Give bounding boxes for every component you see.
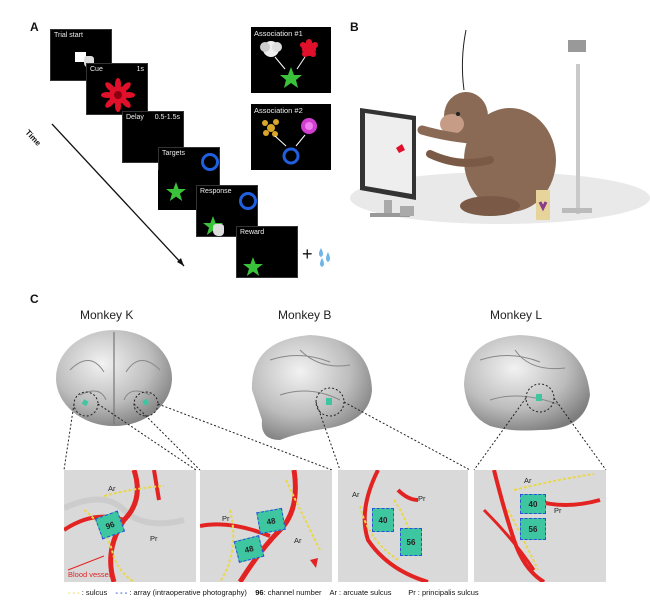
screen-label: Cue [90,66,103,73]
arcuate-label: Ar [294,536,302,545]
zoom-monkey-b: Ar Pr 40 56 [338,470,468,582]
association-2-diagram [262,118,317,165]
association-label: Association #1 [254,29,303,38]
panel-c-letter: C [30,292,39,306]
plus-sign: + [302,244,313,264]
yellow-flower-icon [262,119,279,137]
panel-a-letter: A [30,20,39,34]
sulcus-legend-label: : sulcus [81,588,108,597]
association-label: Association #2 [254,106,303,115]
hand-icon [213,224,224,236]
monkey-setup-illustration [350,29,650,224]
green-star-icon [243,257,263,276]
channel-array: 48 [256,507,286,535]
trial-start-screen: Trial start [50,29,112,81]
screen-label: Reward [240,229,265,236]
zoom-monkey-l: Ar Pr 40 56 [474,470,606,582]
green-star-icon [166,182,186,201]
screen-duration: 0.5-1.5s [154,114,180,121]
sulcus-legend-swatch: - - - [68,588,80,597]
zoom-monkey-k-left: Ar Pr 96 Blood vessels [64,470,196,582]
arcuate-label: Ar [108,484,116,493]
monkey-b-title: Monkey B [278,308,332,322]
delay-screen: Delay 0.5-1.5s [122,111,184,163]
brain-monkey-b [251,335,372,440]
blood-vessels-label: Blood vessels [68,570,115,579]
principalis-label: Pr [150,534,158,543]
white-flower-icon [260,41,282,57]
screen-label: Response [200,188,232,195]
principalis-legend-label: Pr : principalis sulcus [408,588,479,597]
hand-icon [84,56,94,68]
screen-label: Targets [162,150,185,157]
red-flower-icon [101,78,135,112]
cue-screen: Cue 1s [86,63,148,115]
association-1-box: Association #1 [251,27,331,93]
vessel-overlay [64,470,185,582]
blue-ring-icon [239,192,257,210]
principalis-label: Pr [418,494,426,503]
channel-array: 40 [372,508,394,532]
vessel-overlay [359,470,429,582]
channel-array: 40 [520,494,546,514]
association-1-diagram [260,39,318,88]
screen-label: Trial start [54,32,83,39]
blue-ring-icon [282,147,300,165]
monkey-l-title: Monkey L [490,308,543,322]
camera-icon [568,40,586,52]
brain-monkey-l [464,335,590,431]
reward-screen: Reward [236,226,298,278]
red-flower-icon [300,39,318,57]
screen-duration: 1s [136,66,144,73]
screen-label: Delay [126,114,144,121]
channel-array: 56 [520,518,546,540]
arcuate-label: Ar [352,490,360,499]
legend: - - - : sulcus - - - : array (intraopera… [68,588,479,597]
array-legend-label: : array (intraoperative photography) [129,588,247,597]
green-star-icon [280,67,302,88]
channel-legend-label: : channel number [263,588,322,597]
brain-monkey-k [56,330,172,426]
white-square-icon [75,52,86,62]
zoom-monkey-k-right: Pr Ar 48 48 [200,470,332,582]
panel-b-letter: B [350,20,359,34]
monkey-k-title: Monkey K [80,308,134,322]
arcuate-label: Ar [524,476,532,485]
principalis-label: Pr [554,506,562,515]
targets-screen-star [158,170,196,210]
array-legend-swatch: - - - [115,588,128,597]
blue-ring-icon [201,153,219,171]
association-2-box: Association #2 [251,104,331,170]
arcuate-legend-label: Ar : arcuate sulcus [329,588,392,597]
water-drops-icon [319,248,330,267]
purple-flower-icon [301,118,317,134]
channel-array: 56 [400,528,422,556]
channel-legend-number: 96 [255,588,264,597]
principalis-label: Pr [222,514,230,523]
